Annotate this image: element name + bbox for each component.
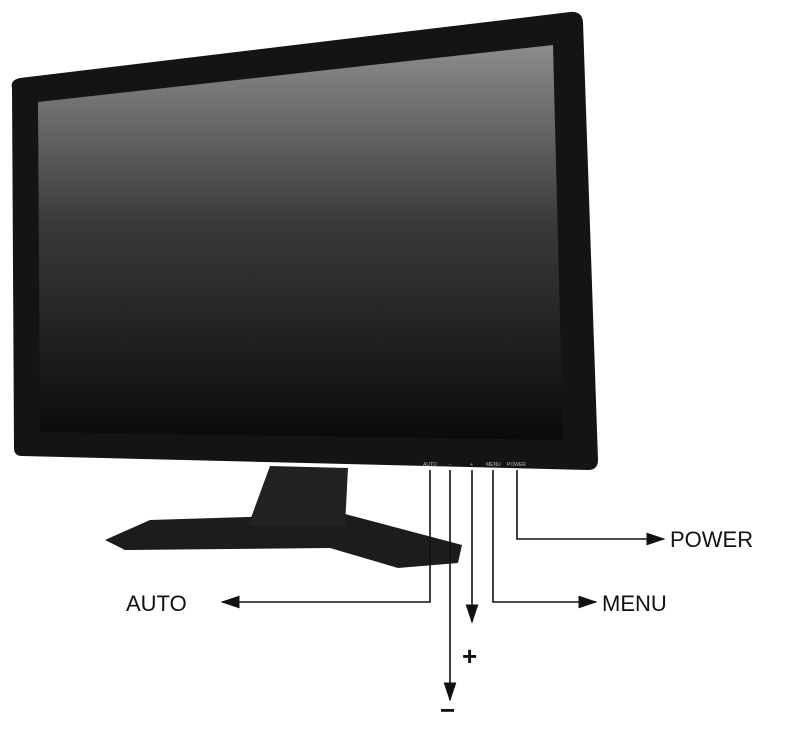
bezel-label-minus: - <box>449 462 451 468</box>
bezel-label-power: POWER <box>507 462 526 468</box>
monitor-stand <box>105 466 462 568</box>
menu-callout-line <box>492 470 598 609</box>
minus-label: − <box>440 695 455 725</box>
bezel-label-plus: + <box>470 462 473 468</box>
plus-label: + <box>462 641 477 671</box>
auto-callout-line <box>220 470 431 609</box>
bezel-label-menu: MENU <box>486 462 501 468</box>
menu-label: MENU <box>602 591 667 616</box>
power-label: POWER <box>670 527 753 552</box>
monitor-screen <box>38 45 563 440</box>
bezel-label-auto: AUTO <box>423 462 437 468</box>
auto-label: AUTO <box>126 591 187 616</box>
bezel-button-labels: AUTO - + MENU POWER <box>423 462 526 468</box>
power-callout-line <box>516 470 666 546</box>
